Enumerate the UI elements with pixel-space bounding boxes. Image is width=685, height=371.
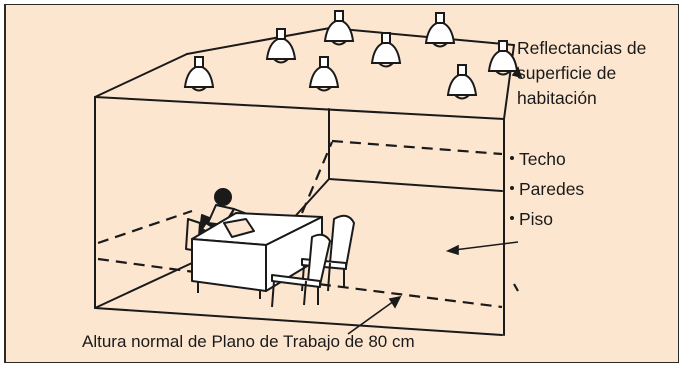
reflectance-title-line: habitación	[517, 88, 597, 108]
pendant-lamp-icon	[308, 56, 340, 92]
chair-icon	[271, 233, 331, 308]
surface-item-floor: Piso	[510, 204, 584, 234]
surface-item-ceiling: Techo	[510, 144, 584, 174]
pendant-lamp-icon	[424, 12, 456, 48]
work-plane-right-line	[300, 141, 334, 214]
work-plane-pointer-line	[347, 300, 395, 335]
surface-label: Techo	[519, 149, 566, 169]
chair-icon	[301, 214, 355, 292]
reflectance-title-line: superficie de	[517, 63, 617, 83]
work-plane-pointer-head	[388, 295, 402, 309]
pendant-lamp-icon	[265, 28, 297, 64]
floor-pointer-line	[453, 241, 519, 251]
floor-front-edge	[94, 307, 503, 336]
work-plane-right-stub	[513, 283, 519, 292]
room-diagram	[94, 10, 523, 336]
reflectance-title-line: Reflectancias de	[517, 38, 647, 58]
bullet-dot-icon	[510, 216, 514, 221]
back-floor-edge	[328, 178, 503, 192]
surface-item-walls: Paredes	[510, 174, 584, 204]
diagram-panel	[4, 4, 679, 363]
surface-label: Piso	[519, 209, 554, 229]
pendant-lamp-icon	[487, 40, 519, 76]
pendant-lamp-icon	[183, 56, 215, 92]
floor-pointer-head	[445, 244, 459, 256]
desk-icon	[191, 212, 323, 299]
ceiling-front-edge	[94, 96, 505, 120]
surface-label: Paredes	[519, 179, 585, 199]
bullet-dot-icon	[510, 156, 514, 161]
pendant-lamp-icon	[323, 10, 355, 46]
work-plane-caption: Altura normal de Plano de Trabajo de 80 …	[82, 332, 415, 351]
surface-list: Techo Paredes Piso	[510, 144, 584, 234]
work-plane-back-line	[331, 139, 503, 156]
pendant-lamp-icon	[446, 64, 478, 100]
reflectance-title: Reflectancias de superficie de habitació…	[517, 36, 646, 111]
work-plane-left-line	[97, 209, 193, 245]
bullet-dot-icon	[510, 186, 514, 191]
work-plane-front-line-right	[301, 280, 503, 309]
pendant-lamp-icon	[370, 32, 402, 68]
ceiling-left-edge	[94, 53, 188, 98]
